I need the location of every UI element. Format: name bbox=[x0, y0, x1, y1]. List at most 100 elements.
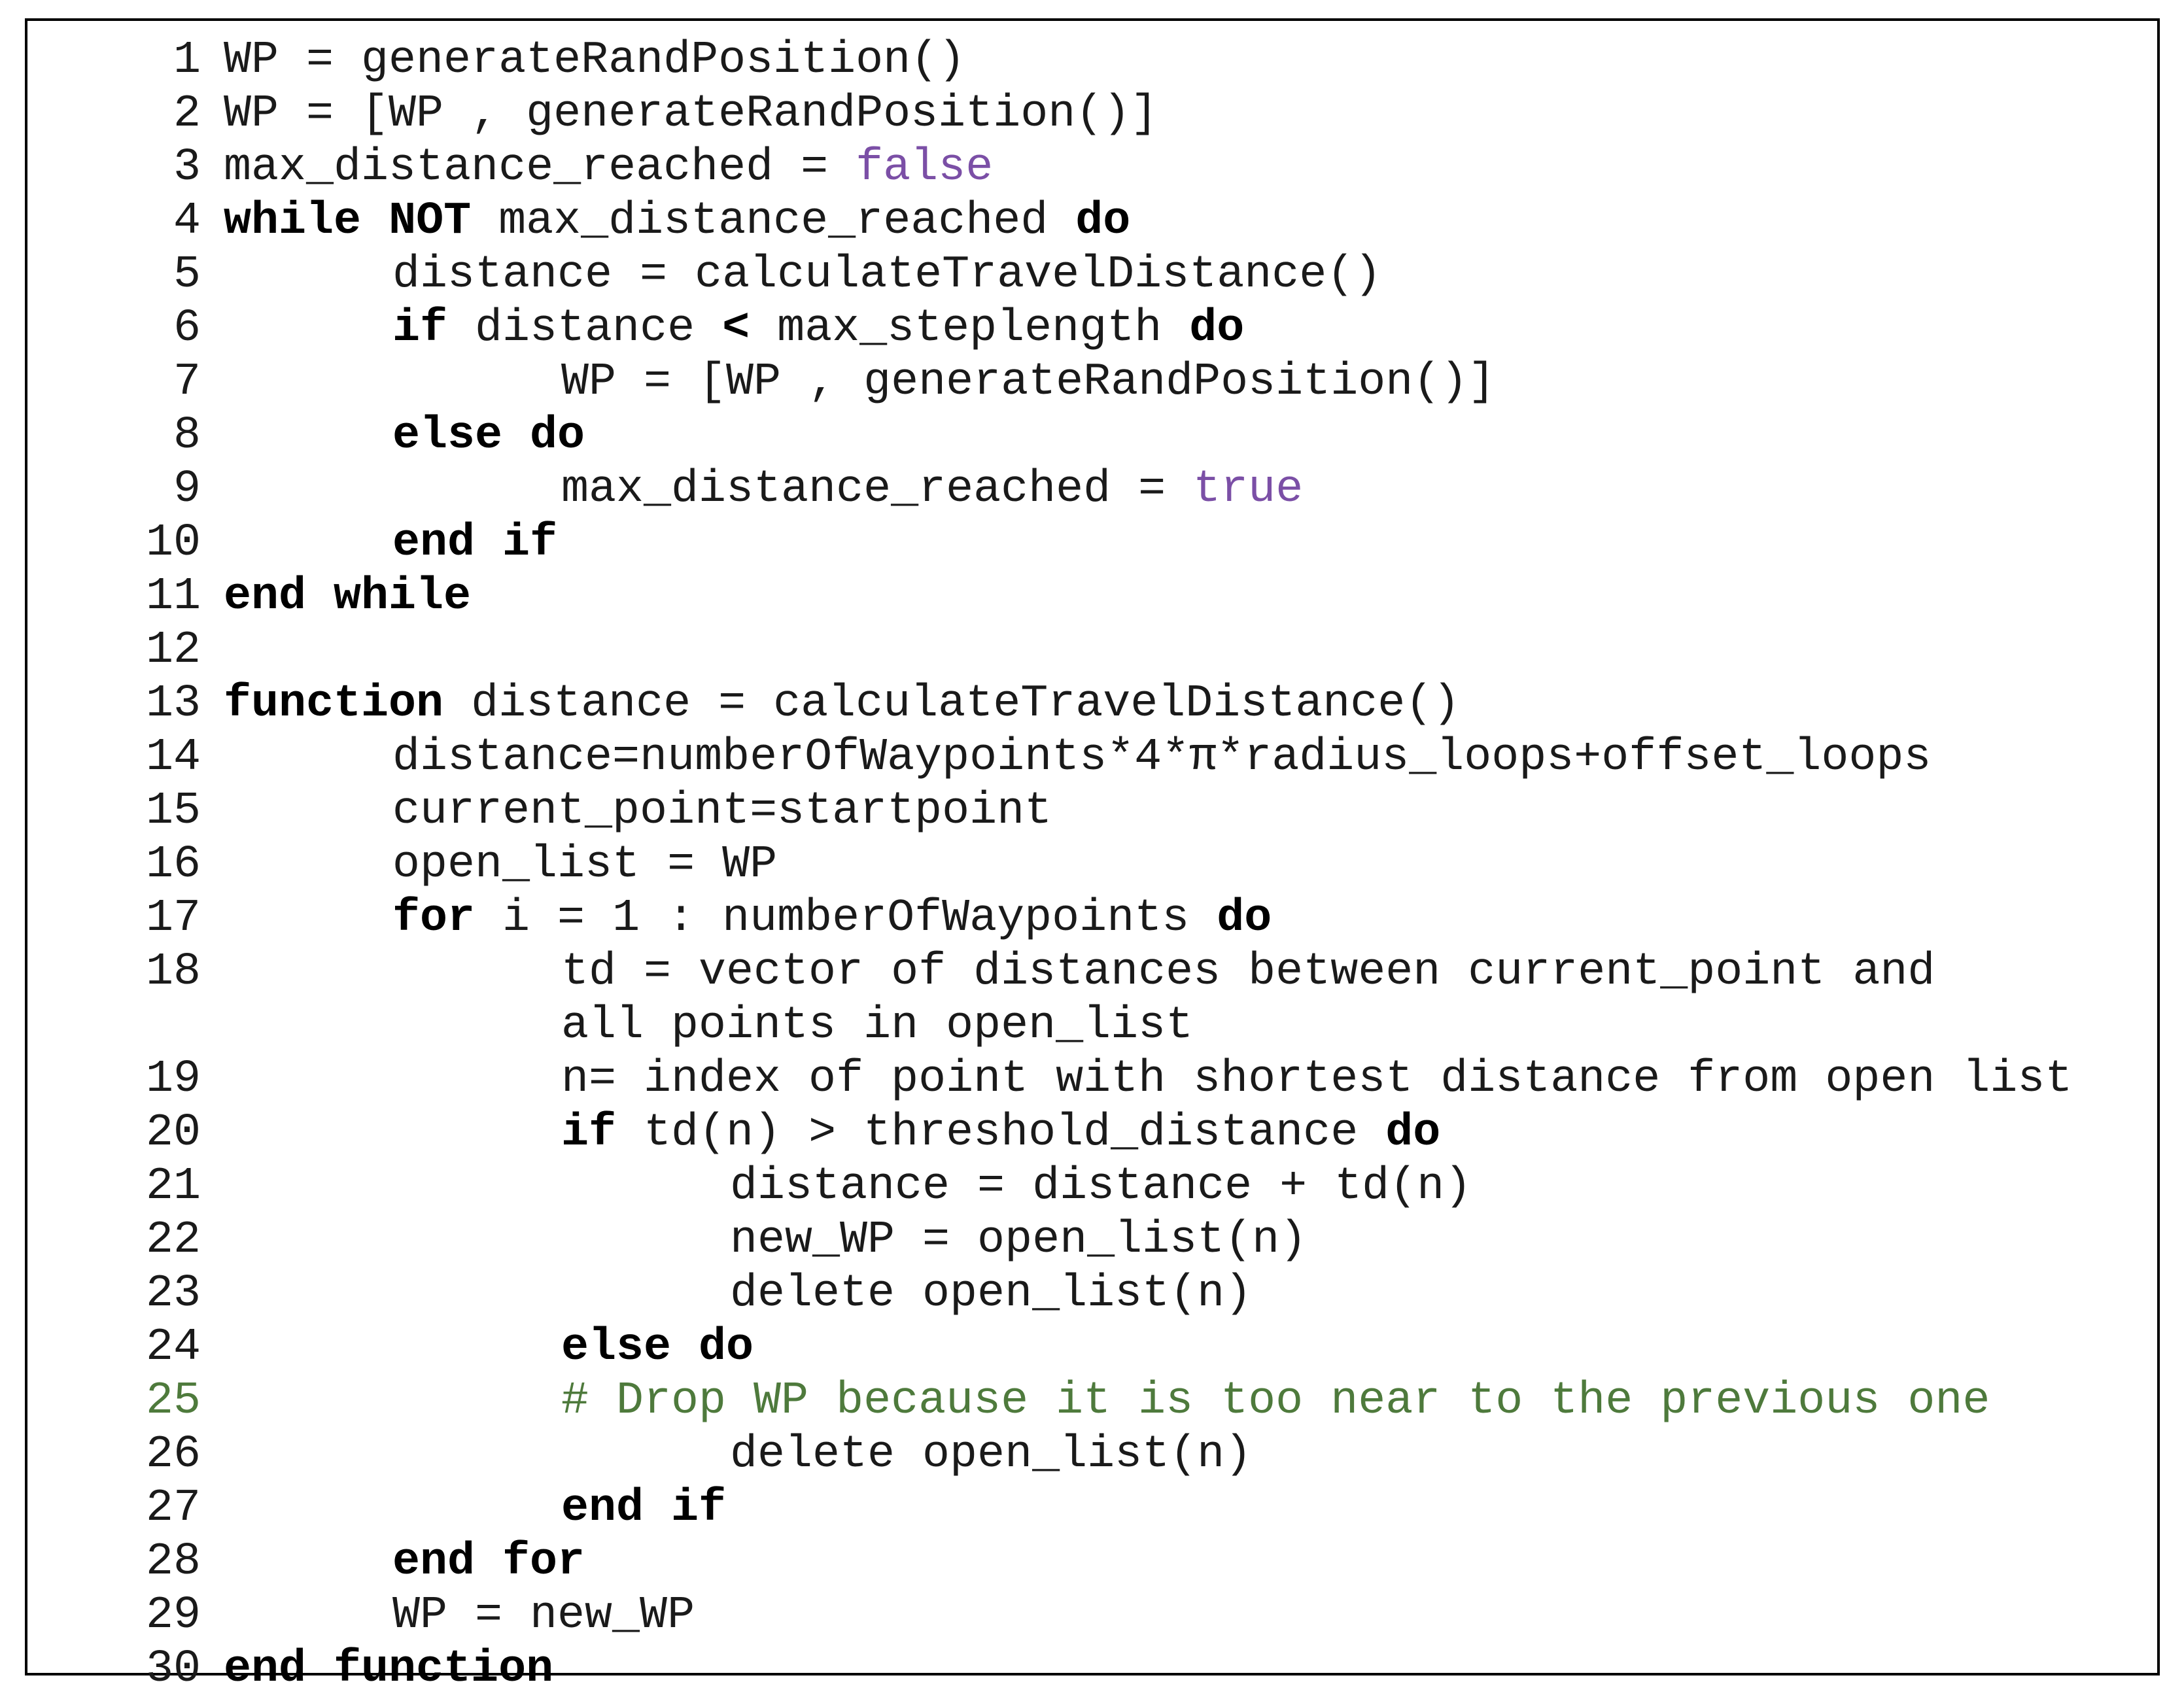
code-line: 1 WP = generateRandPosition() bbox=[27, 34, 2157, 88]
line-code: end while bbox=[224, 570, 471, 624]
line-code: distance=numberOfWaypoints*4*π*radius_lo… bbox=[392, 731, 1931, 785]
line-code: open_list = WP bbox=[392, 838, 777, 892]
code-text: distance=numberOfWaypoints*4*π*radius_lo… bbox=[392, 732, 1932, 783]
line-number: 13 bbox=[145, 678, 201, 730]
line-code: else do bbox=[392, 409, 585, 463]
line-code: # Drop WP because it is too near to the … bbox=[561, 1375, 1990, 1428]
line-number: 8 bbox=[173, 410, 201, 462]
line-number: 28 bbox=[145, 1536, 201, 1588]
keyword: while bbox=[224, 196, 362, 247]
line-code: max_distance_reached = true bbox=[561, 463, 1303, 517]
code-text: distance = calculateTravelDistance() bbox=[392, 249, 1382, 301]
line-code: while NOT max_distance_reached do bbox=[224, 195, 1130, 249]
keyword: if bbox=[561, 1107, 617, 1159]
line-number: 14 bbox=[145, 732, 201, 783]
code-line: 12 bbox=[27, 624, 2157, 678]
line-code: end function bbox=[224, 1643, 553, 1696]
line-code: end if bbox=[392, 517, 557, 570]
line-code: WP = [WP , generateRandPosition()] bbox=[224, 88, 1158, 141]
line-code: WP = [WP , generateRandPosition()] bbox=[561, 356, 1495, 409]
line-code: distance = calculateTravelDistance() bbox=[392, 249, 1381, 302]
literal: false bbox=[856, 142, 994, 194]
code-text: td = vector of distances between current… bbox=[561, 946, 1935, 1052]
keyword: for bbox=[392, 893, 476, 944]
line-number: 30 bbox=[145, 1643, 201, 1695]
code-line: 3 max_distance_reached = false bbox=[27, 141, 2157, 195]
line-number: 4 bbox=[173, 196, 201, 247]
keyword: if bbox=[392, 303, 448, 354]
code-line: 16 open_list = WP bbox=[27, 838, 2157, 892]
line-code: else do bbox=[561, 1321, 754, 1375]
code-text: distance bbox=[447, 303, 723, 354]
keyword: NOT bbox=[389, 196, 472, 247]
code-text: max_steplength bbox=[750, 303, 1190, 354]
code-line: 18 td = vector of distances between curre… bbox=[27, 946, 2157, 1053]
code-line: 23 delete open_list(n) bbox=[27, 1267, 2157, 1321]
keyword: do bbox=[1385, 1107, 1441, 1159]
keyword: do bbox=[1217, 893, 1272, 944]
line-number: 26 bbox=[145, 1429, 201, 1481]
line-number: 21 bbox=[145, 1161, 201, 1212]
line-number: 9 bbox=[173, 464, 201, 515]
code-text: max_distance_reached = bbox=[561, 464, 1194, 515]
code-line: 28 end for bbox=[27, 1536, 2157, 1589]
line-number: 25 bbox=[145, 1375, 201, 1427]
line-code: current_point=startpoint bbox=[392, 785, 1052, 838]
code-text bbox=[361, 196, 389, 247]
code-line: 8 else do bbox=[27, 409, 2157, 463]
code-line: 15 current_point=startpoint bbox=[27, 785, 2157, 838]
keyword: else do bbox=[392, 410, 585, 462]
line-number: 10 bbox=[145, 517, 201, 569]
keyword: end if bbox=[392, 517, 558, 569]
line-number: 20 bbox=[145, 1107, 201, 1159]
keyword: < bbox=[722, 303, 750, 354]
line-number: 15 bbox=[145, 785, 201, 837]
line-code: delete open_list(n) bbox=[730, 1267, 1252, 1321]
code-text: open_list = WP bbox=[392, 839, 778, 891]
code-line: 13 function distance = calculateTravelDis… bbox=[27, 678, 2157, 731]
code-text: delete open_list(n) bbox=[730, 1429, 1253, 1481]
keyword: else do bbox=[561, 1322, 754, 1373]
code-text: WP = [WP , generateRandPosition()] bbox=[224, 88, 1158, 140]
keyword: end for bbox=[392, 1536, 585, 1588]
code-line: 4 while NOT max_distance_reached do bbox=[27, 195, 2157, 249]
code-line: 25 # Drop WP because it is too near to th… bbox=[27, 1375, 2157, 1428]
code-text: delete open_list(n) bbox=[730, 1268, 1253, 1320]
keyword: end if bbox=[561, 1483, 727, 1534]
line-number: 11 bbox=[145, 571, 201, 623]
line-number: 3 bbox=[173, 142, 201, 194]
code-text: max_distance_reached = bbox=[224, 142, 856, 194]
code-line: 11 end while bbox=[27, 570, 2157, 624]
line-code: function distance = calculateTravelDista… bbox=[224, 678, 1460, 731]
line-number: 12 bbox=[145, 625, 201, 676]
line-code: WP = generateRandPosition() bbox=[224, 34, 965, 88]
line-number: 23 bbox=[145, 1268, 201, 1320]
code-text: WP = new_WP bbox=[392, 1590, 695, 1641]
line-number: 18 bbox=[145, 946, 201, 998]
line-number: 1 bbox=[173, 35, 201, 86]
code-line: 9 max_distance_reached = true bbox=[27, 463, 2157, 517]
line-number: 22 bbox=[145, 1214, 201, 1266]
code-line: 30 end function bbox=[27, 1643, 2157, 1696]
line-number: 16 bbox=[145, 839, 201, 891]
code-text: max_distance_reached bbox=[471, 196, 1076, 247]
code-text: n= index of point with shortest distance… bbox=[561, 1054, 2073, 1105]
line-number: 7 bbox=[173, 356, 201, 408]
code-text: distance = distance + td(n) bbox=[730, 1161, 1472, 1212]
code-line: 10 end if bbox=[27, 517, 2157, 570]
code-text: i = 1 : numberOfWaypoints bbox=[475, 893, 1217, 944]
line-code: distance = distance + td(n) bbox=[730, 1160, 1472, 1214]
keyword: end while bbox=[224, 571, 472, 623]
code-text: td(n) > threshold_distance bbox=[616, 1107, 1386, 1159]
keyword: end function bbox=[224, 1643, 554, 1695]
line-code: delete open_list(n) bbox=[730, 1428, 1252, 1482]
code-line: 21 distance = distance + td(n) bbox=[27, 1160, 2157, 1214]
line-code: n= index of point with shortest distance… bbox=[561, 1053, 2072, 1107]
code-line: 14 distance=numberOfWaypoints*4*π*radius_… bbox=[27, 731, 2157, 785]
